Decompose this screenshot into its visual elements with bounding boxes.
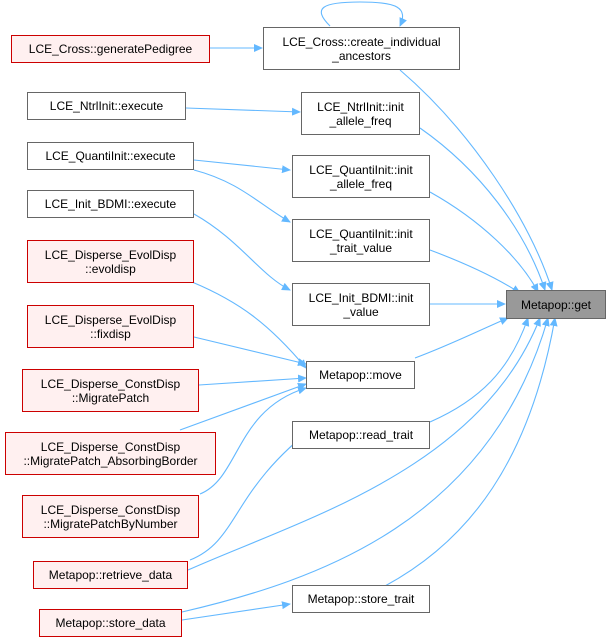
node-label-line-1: LCE_Init_BDMI::init bbox=[308, 290, 414, 305]
node-lce-init-bdmi-init-value[interactable]: LCE_Init_BDMI::init_value bbox=[292, 283, 430, 326]
node-lce-disperse-constdisp-migratepatch[interactable]: LCE_Disperse_ConstDisp::MigratePatch bbox=[22, 369, 199, 412]
node-label-line-2: _value bbox=[343, 304, 379, 319]
node-lce-quantiinit-init-allele-freq[interactable]: LCE_QuantiInit::init_allele_freq bbox=[292, 155, 430, 198]
node-label: LCE_Init_BDMI::execute bbox=[44, 197, 177, 211]
edge-store-data-to-store-trait bbox=[181, 601, 291, 621]
node-label-line-2: ::evoldisp bbox=[85, 261, 136, 276]
node-label: Metapop::store_trait bbox=[307, 592, 415, 606]
node-label-line-1: LCE_Disperse_EvolDisp bbox=[44, 247, 177, 262]
edge-quanti-init-allele-to-get bbox=[429, 191, 539, 293]
node-label-line-2: _trait_value bbox=[329, 240, 393, 255]
node-metapop-store-data[interactable]: Metapop::store_data bbox=[39, 609, 182, 637]
node-label-line-1: LCE_Disperse_ConstDisp bbox=[40, 502, 181, 517]
node-label-line-1: LCE_Cross::create_individual bbox=[282, 34, 441, 49]
edge-migrate-by-number-to-move bbox=[199, 386, 307, 495]
node-label-line-2: ::MigratePatchByNumber bbox=[43, 516, 178, 531]
edge-read-trait-to-get bbox=[429, 317, 530, 423]
node-lce-ntrlinit-execute[interactable]: LCE_NtrlInit::execute bbox=[27, 92, 186, 120]
node-lce-quantiinit-execute[interactable]: LCE_QuantiInit::execute bbox=[27, 142, 194, 170]
node-metapop-move[interactable]: Metapop::move bbox=[306, 361, 415, 389]
node-lce-disperse-evoldisp-evoldisp[interactable]: LCE_Disperse_EvolDisp::evoldisp bbox=[27, 240, 194, 283]
edge-store-trait-to-get bbox=[384, 317, 558, 587]
node-label: Metapop::store_data bbox=[55, 616, 166, 630]
edge-migrate-absorbing-to-move bbox=[179, 382, 307, 431]
node-metapop-store-trait[interactable]: Metapop::store_trait bbox=[292, 585, 430, 613]
node-label: LCE_NtrlInit::execute bbox=[49, 99, 164, 113]
node-metapop-read-trait[interactable]: Metapop::read_trait bbox=[292, 421, 430, 449]
node-metapop-retrieve-data[interactable]: Metapop::retrieve_data bbox=[33, 561, 188, 589]
node-label-line-1: LCE_QuantiInit::init bbox=[309, 162, 413, 177]
node-metapop-get: Metapop::get bbox=[506, 290, 606, 319]
edge-create-ancestors-to-get bbox=[399, 69, 554, 291]
node-label-line-2: _allele_freq bbox=[329, 113, 392, 128]
edge-ntrl-init-allele-to-get bbox=[419, 127, 547, 291]
edge-ntrl-execute-to-ntrl-init-allele bbox=[185, 107, 301, 116]
edge-retrieve-data-to-read-trait bbox=[189, 423, 319, 561]
node-lce-disperse-evoldisp-fixdisp[interactable]: LCE_Disperse_EvolDisp::fixdisp bbox=[27, 305, 194, 348]
edge-bdmi-execute-to-bdmi-init-value bbox=[193, 213, 291, 291]
node-label-line-2: ::MigratePatch_AbsorbingBorder bbox=[23, 453, 198, 468]
node-label-line-2: _ancestors bbox=[332, 48, 391, 63]
edge-quanti-init-trait-to-get bbox=[429, 249, 521, 294]
node-label: Metapop::retrieve_data bbox=[48, 568, 173, 582]
node-label-line-2: ::MigratePatch bbox=[71, 390, 150, 405]
node-lce-disperse-constdisp-migratepatchbynumber[interactable]: LCE_Disperse_ConstDisp::MigratePatchByNu… bbox=[22, 495, 199, 538]
node-lce-ntrlinit-init-allele-freq[interactable]: LCE_NtrlInit::init_allele_freq bbox=[301, 92, 420, 135]
node-label: Metapop::get bbox=[520, 297, 592, 312]
node-label: Metapop::read_trait bbox=[308, 428, 414, 442]
node-lce-init-bdmi-execute[interactable]: LCE_Init_BDMI::execute bbox=[27, 190, 194, 218]
node-lce-cross-create-individual-ancestors[interactable]: LCE_Cross::create_individual_ancestors bbox=[263, 27, 460, 70]
node-label-line-2: _allele_freq bbox=[329, 176, 393, 191]
node-label-line-1: LCE_Disperse_ConstDisp bbox=[40, 376, 181, 391]
node-label-line-1: LCE_Disperse_EvolDisp bbox=[44, 312, 177, 327]
edge-migrate-patch-to-move bbox=[198, 374, 307, 386]
node-label-line-2: ::fixdisp bbox=[90, 326, 131, 341]
edge-self-loop-create-ancestors bbox=[320, 1, 407, 27]
node-lce-cross-generate-pedigree[interactable]: LCE_Cross::generatePedigree bbox=[11, 35, 210, 63]
node-lce-disperse-constdisp-migratepatch-absorbingborder[interactable]: LCE_Disperse_ConstDisp::MigratePatch_Abs… bbox=[5, 432, 216, 475]
node-label-line-1: LCE_QuantiInit::init bbox=[309, 226, 413, 241]
node-label: LCE_Cross::generatePedigree bbox=[28, 42, 193, 56]
edge-move-to-get bbox=[414, 317, 509, 359]
node-label: Metapop::move bbox=[319, 368, 402, 382]
node-label: LCE_QuantiInit::execute bbox=[45, 149, 176, 163]
edge-quanti-execute-to-quanti-init-trait bbox=[193, 169, 291, 223]
edge-quanti-execute-to-quanti-init-allele bbox=[193, 159, 291, 174]
edge-evoldisp-to-move bbox=[191, 281, 307, 369]
node-label-line-1: LCE_NtrlInit::init bbox=[317, 99, 404, 114]
node-label-line-1: LCE_Disperse_ConstDisp bbox=[40, 439, 181, 454]
edge-retrieve-data-to-get bbox=[187, 317, 541, 571]
edge-fixdisp-to-move bbox=[193, 336, 307, 367]
edge-store-data-to-get bbox=[181, 317, 550, 613]
edges bbox=[179, 1, 558, 621]
node-lce-quantiinit-init-trait-value[interactable]: LCE_QuantiInit::init_trait_value bbox=[292, 219, 430, 262]
